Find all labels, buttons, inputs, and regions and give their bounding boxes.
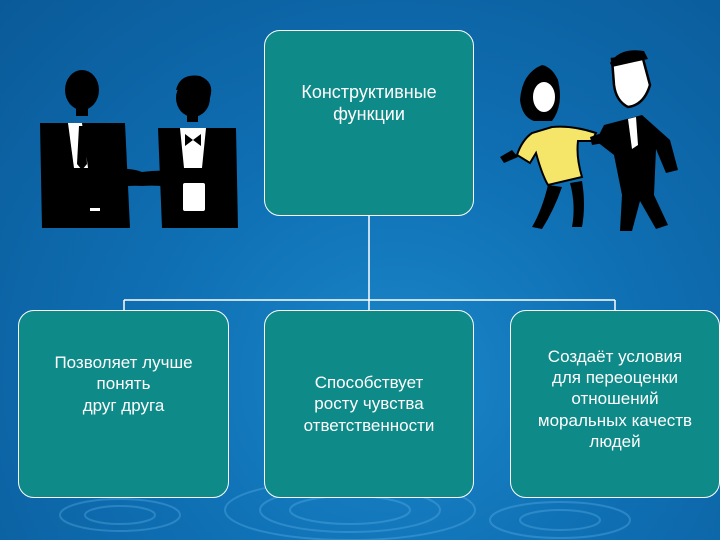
root-node-box: Конструктивные функции — [264, 30, 474, 216]
child-node-box-3: Создаёт условия для переоценки отношений… — [510, 310, 720, 498]
child-node-label-2: Способствует росту чувства ответственнос… — [303, 373, 435, 435]
child-node-label-1: Позволяет лучше понять друг друга — [54, 353, 193, 415]
child-node-box-1: Позволяет лучше понять друг друга — [18, 310, 229, 498]
cartoon-couple-handshake-icon — [500, 50, 678, 231]
child-node-label-3: Создаёт условия для переоценки отношений… — [537, 346, 693, 451]
child-node-box-2: Способствует росту чувства ответственнос… — [264, 310, 474, 498]
business-handshake-silhouette-icon — [40, 70, 238, 228]
root-node-label: Конструктивные функции — [301, 81, 437, 125]
